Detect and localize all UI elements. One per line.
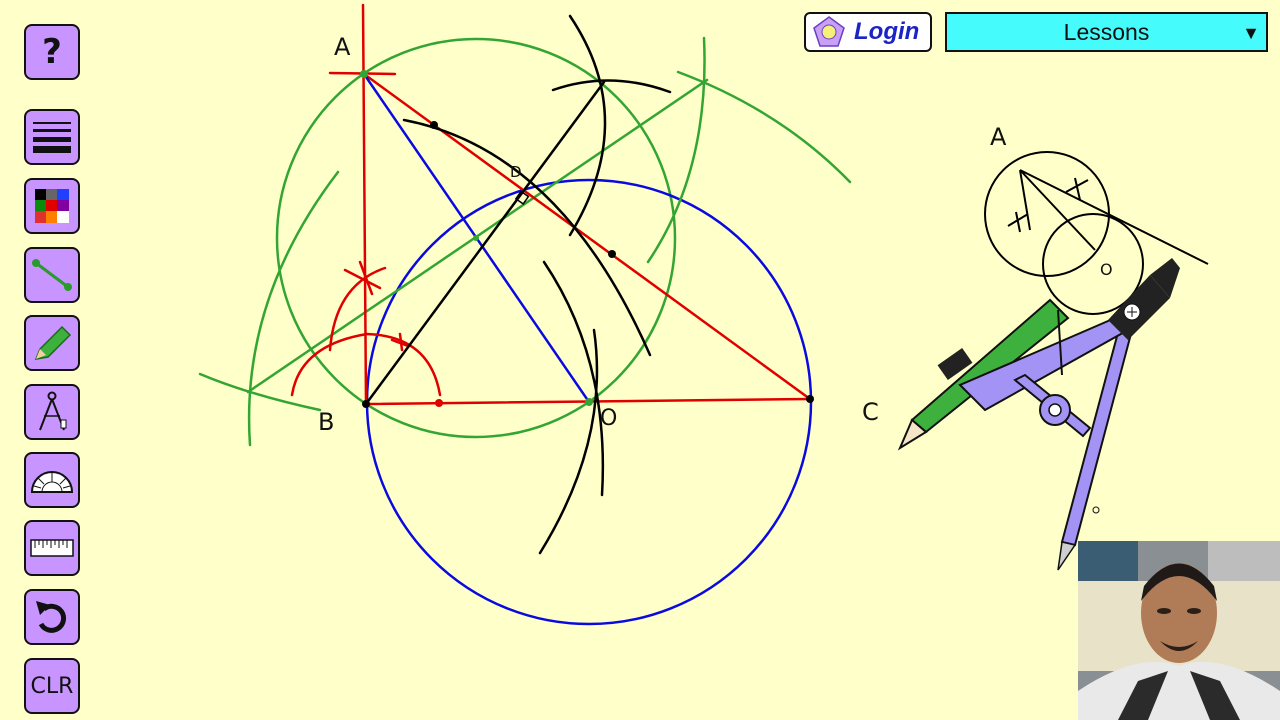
point-O xyxy=(585,398,593,406)
ruler-button[interactable] xyxy=(24,520,80,576)
green-circle xyxy=(275,37,677,439)
label-C: C xyxy=(862,398,879,426)
toolbar: ? xyxy=(22,0,84,720)
black-arc-mid2 xyxy=(538,328,599,555)
lessons-dropdown[interactable]: Lessons ▼ xyxy=(945,12,1268,52)
point-A xyxy=(360,70,368,78)
red-arc-upper xyxy=(328,266,387,352)
point-B xyxy=(362,400,370,408)
sketch-label-A: A xyxy=(990,123,1007,151)
compass-tool-icon xyxy=(897,258,1180,571)
undo-button[interactable] xyxy=(24,589,80,645)
point-green-center xyxy=(473,235,479,241)
label-D: D xyxy=(510,163,522,181)
sketch-crosses xyxy=(1007,177,1089,233)
webcam-video xyxy=(1078,541,1280,720)
compass-icon xyxy=(39,391,67,431)
green-arc-left xyxy=(247,170,340,447)
black-line-BD xyxy=(364,80,606,406)
presenter-image xyxy=(1078,541,1280,720)
clear-label: CLR xyxy=(30,673,74,699)
help-button[interactable]: ? xyxy=(24,24,80,80)
line-segment-button[interactable] xyxy=(24,247,80,303)
red-arc-B xyxy=(290,332,442,397)
color-palette-button[interactable] xyxy=(24,178,80,234)
point-arc-2 xyxy=(608,250,616,258)
clear-button[interactable]: CLR xyxy=(24,658,80,714)
label-O: O xyxy=(600,406,617,431)
red-perpendicular xyxy=(361,3,368,406)
color-palette-icon xyxy=(35,189,69,223)
chevron-down-icon: ▼ xyxy=(1242,23,1260,43)
line-segment-icon xyxy=(32,259,72,291)
green-arc-right xyxy=(646,36,706,264)
protractor-icon xyxy=(30,471,74,493)
logo-icon xyxy=(813,16,845,47)
sketch-label-O: O xyxy=(1100,260,1113,279)
undo-icon xyxy=(36,601,67,633)
login-label: Login xyxy=(854,18,920,45)
red-cross-small xyxy=(390,332,410,352)
pencil-icon xyxy=(34,325,72,360)
right-angle-mark xyxy=(514,190,530,206)
point-C xyxy=(806,395,814,403)
black-arc-mid1 xyxy=(542,260,605,497)
login-button[interactable]: Login xyxy=(804,12,932,52)
lessons-label: Lessons xyxy=(1063,18,1150,45)
line-width-icon xyxy=(33,122,71,153)
sketch-lines xyxy=(1019,169,1209,265)
protractor-button[interactable] xyxy=(24,452,80,508)
black-arc-top xyxy=(568,14,607,237)
compass-button[interactable] xyxy=(24,384,80,440)
point-red-B-arc xyxy=(435,399,443,407)
pencil-button[interactable] xyxy=(24,315,80,371)
black-arc-cross xyxy=(551,79,672,94)
green-arc-bottom-left xyxy=(198,372,322,412)
label-B: B xyxy=(318,408,334,436)
label-A: A xyxy=(334,33,351,61)
red-cross xyxy=(343,260,382,296)
ruler-icon xyxy=(30,539,74,557)
black-arc-large xyxy=(402,118,652,357)
sketch-circle-2 xyxy=(1042,213,1144,315)
cursor-marker xyxy=(1092,506,1100,514)
line-width-button[interactable] xyxy=(24,109,80,165)
point-arc-1 xyxy=(430,121,438,129)
help-icon: ? xyxy=(42,32,62,72)
